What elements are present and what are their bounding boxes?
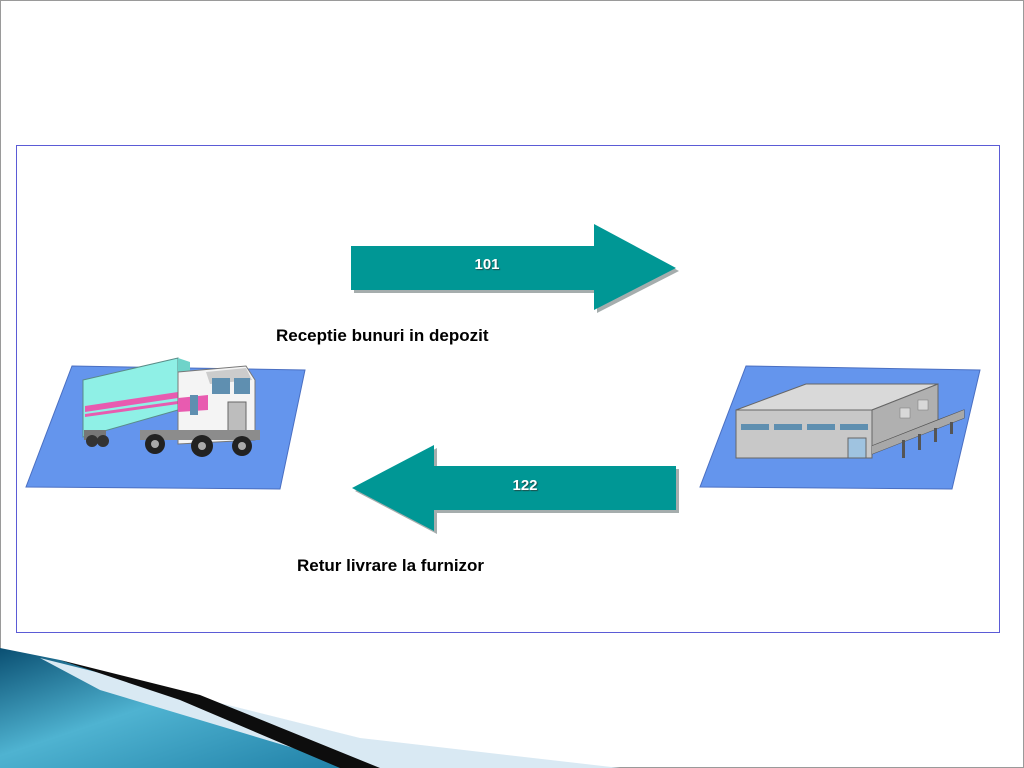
arrow-code-101: 101 [474, 256, 500, 273]
diagram-frame [16, 145, 1000, 633]
arrow-right-101 [351, 224, 679, 313]
footer-swoosh [0, 648, 620, 768]
arrow-left-122 [352, 445, 679, 534]
warehouse-icon [735, 383, 965, 459]
arrow-code-122: 122 [512, 477, 538, 494]
caption-retur: Retur livrare la furnizor [297, 556, 485, 575]
truck-icon [82, 357, 260, 457]
caption-receptie: Receptie bunuri in depozit [276, 326, 489, 345]
